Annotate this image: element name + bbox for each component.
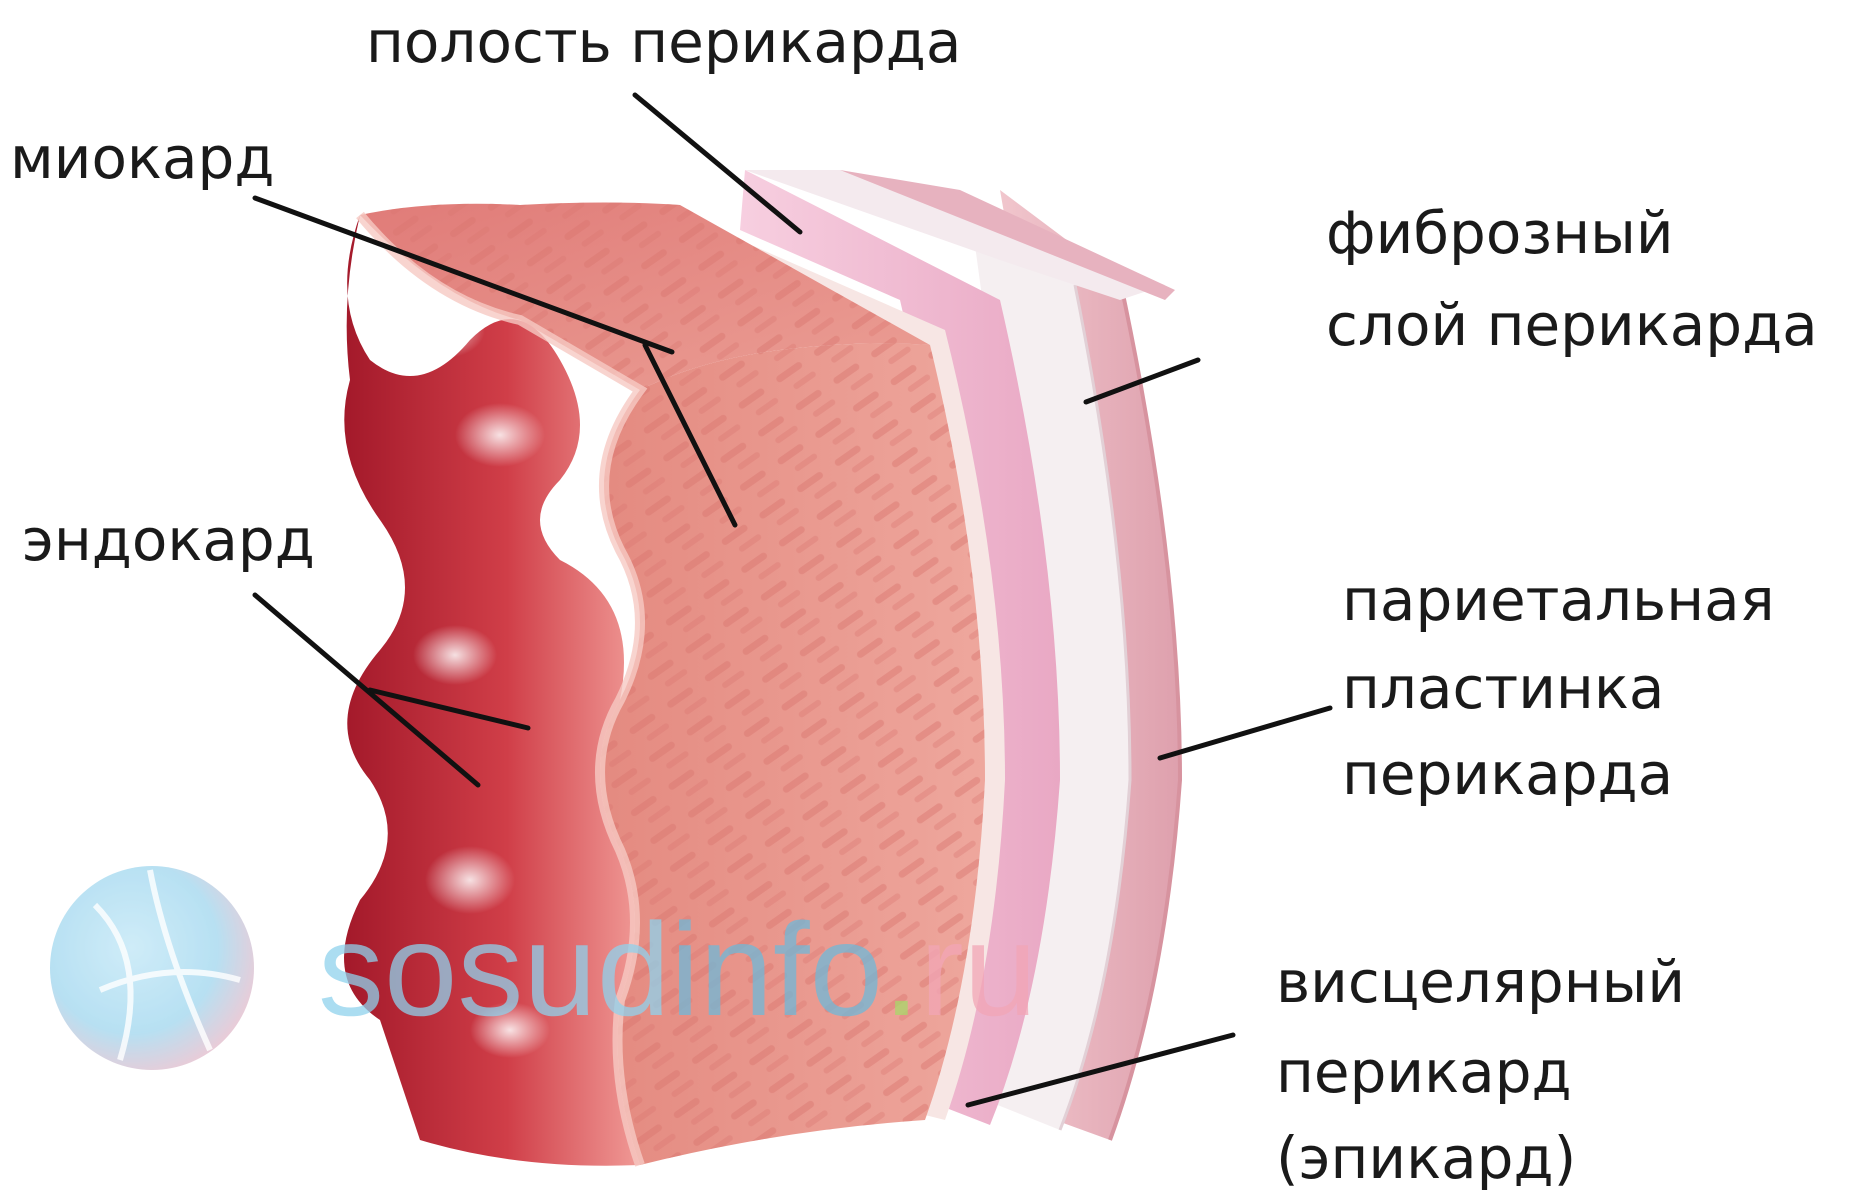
label-parietal-line3: перикарда	[1342, 740, 1673, 808]
label-visceral-line2: перикард	[1276, 1038, 1572, 1106]
label-visceral-line1: висцелярный	[1276, 948, 1685, 1016]
label-pericardial-cavity: полость перикарда	[366, 8, 961, 76]
label-myocardium: миокард	[10, 124, 274, 192]
label-endocardium: эндокард	[22, 506, 315, 574]
label-fibrous-line1: фиброзный	[1326, 199, 1674, 267]
label-parietal-line2: пластинка	[1342, 654, 1664, 722]
watermark: sosudinfo.ru	[50, 866, 1037, 1070]
leader-parietal	[1160, 708, 1330, 758]
label-fibrous-line2: слой перикарда	[1326, 291, 1818, 359]
watermark-logo-icon	[50, 866, 254, 1070]
label-parietal-line1: париетальная	[1342, 566, 1775, 634]
label-visceral-line3: (эпикард)	[1276, 1124, 1576, 1192]
watermark-text: sosudinfo.ru	[318, 896, 1037, 1043]
